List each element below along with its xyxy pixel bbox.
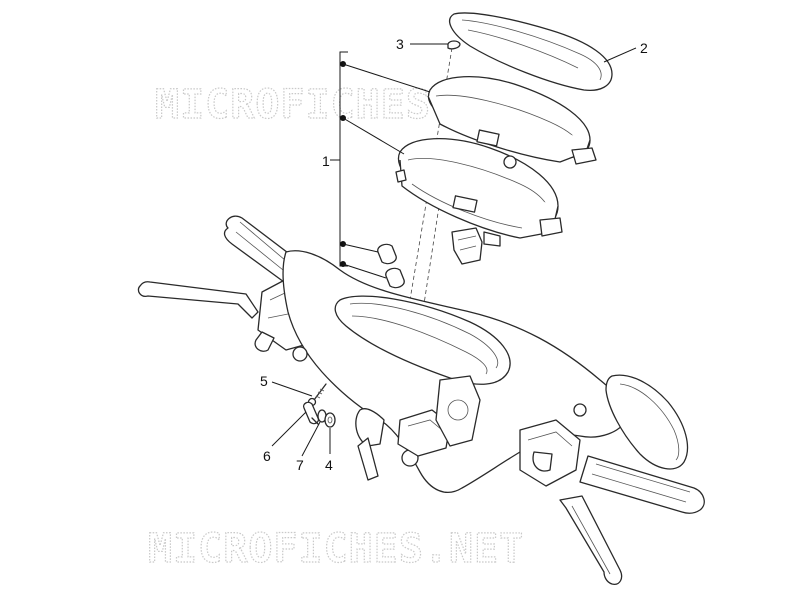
indicator-lamp (503, 155, 517, 169)
bolt-part-6 (302, 401, 320, 425)
kit-dot-1 (340, 61, 346, 67)
mounting-boss-left (355, 408, 385, 447)
assembly-axis-lower (419, 199, 441, 331)
instrument-upper (427, 75, 597, 165)
washer-part-4 (324, 412, 336, 428)
leader-5 (271, 381, 313, 397)
boss-hole-right (573, 403, 587, 417)
callout-7: 7 (296, 457, 304, 473)
clip-part-3 (447, 40, 461, 50)
bezel-part-2 (449, 12, 613, 92)
upper-connector (476, 129, 500, 147)
cockpit-recess (334, 295, 511, 385)
leader-7 (301, 421, 321, 457)
steering-stem (435, 375, 481, 447)
handlebar-assembly (137, 215, 705, 585)
left-brake-lever (137, 281, 259, 319)
callout-3: 3 (396, 36, 404, 52)
leader-2 (603, 47, 637, 63)
instrument-lower (395, 137, 563, 265)
screw-part-5 (307, 383, 327, 407)
lower-connector (452, 195, 478, 213)
callout-6: 6 (263, 448, 271, 464)
leader-6 (271, 411, 307, 447)
right-grip (579, 455, 705, 514)
lower-plug (451, 227, 483, 265)
callout-4: 4 (325, 457, 333, 473)
boss-hole-left (292, 346, 308, 362)
bulb-lower (385, 267, 405, 289)
callout-5: 5 (260, 373, 268, 389)
right-clamp (519, 419, 581, 487)
bracket-tab (357, 437, 379, 481)
callout-2: 2 (640, 40, 648, 56)
bulb-upper (377, 243, 397, 265)
callout-1: 1 (322, 153, 330, 169)
kit-bracket (330, 51, 431, 279)
watermark-bottom: MICROFICHES.NET (148, 526, 524, 572)
right-mirror-mount (605, 374, 689, 470)
